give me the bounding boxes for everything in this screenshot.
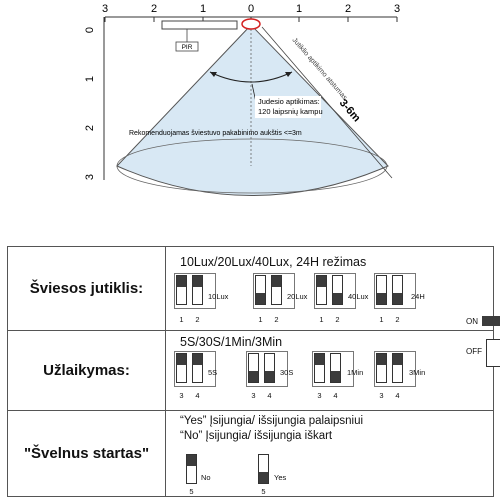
delay-cell: 5S/30S/1Min/3Min 5S 3 4 30S 3 4 1Min 3 4: [165, 316, 500, 411]
sensor-housing: [161, 20, 238, 30]
switch-group-3min: [374, 351, 416, 387]
dip-switch-3: [176, 353, 187, 383]
switch-number: 4: [267, 391, 272, 400]
soft-start-cell: “Yes” Įsijungia/ išsijungia palaipsniui …: [165, 410, 494, 497]
switch-group-20lux: [253, 273, 295, 309]
switch-group-10lux: [174, 273, 216, 309]
angle-label-line2: 120 laipsnių kampu: [258, 107, 323, 116]
group-caption: No: [201, 473, 211, 482]
switch-number: 5: [189, 487, 194, 496]
switch-number: 4: [333, 391, 338, 400]
group-caption: 30S: [280, 368, 294, 377]
dip-switch-1: [176, 275, 187, 305]
sensor-marker: [241, 18, 261, 30]
switch-group-1min: [312, 351, 354, 387]
top-tick-label: 0: [248, 3, 254, 15]
left-tick-label: 2: [84, 125, 96, 131]
switch-group-30s: [246, 351, 288, 387]
angle-arc: [209, 71, 293, 83]
dip-switch-3: [248, 353, 259, 383]
dip-switch-5: [258, 454, 269, 484]
angle-label-line1: Judesio aptikimas:: [258, 97, 320, 106]
switch-number: 2: [395, 315, 400, 324]
switch-number: 4: [395, 391, 400, 400]
delay-title: 5S/30S/1Min/3Min: [180, 335, 283, 349]
group-caption: 10Lux: [208, 292, 229, 301]
switch-number: 5: [261, 487, 266, 496]
group-caption: 20Lux: [287, 292, 308, 301]
top-tick-label: 3: [102, 3, 108, 15]
dip-switch-2: [271, 275, 282, 305]
legend-off-swatch: [486, 339, 500, 367]
soft-start-title-yes: “Yes” Įsijungia/ išsijungia palaipsniui: [180, 415, 364, 427]
top-tick-label: 1: [296, 3, 302, 15]
switch-number: 4: [195, 391, 200, 400]
left-tick-label: 1: [84, 76, 96, 82]
row-label-soft-start: "Švelnus startas": [7, 410, 166, 497]
switch-group-24h: [374, 273, 416, 309]
top-tick-label: 2: [151, 3, 157, 15]
group-caption: 40Lux: [348, 292, 369, 301]
legend-off-label: OFF: [466, 347, 482, 356]
dip-switch-1: [316, 275, 327, 305]
top-tick-label: 3: [394, 3, 400, 15]
dip-switch-2: [192, 275, 203, 305]
group-caption: 3Min: [409, 368, 426, 377]
dip-switch-2: [332, 275, 343, 305]
switch-group-5s: [174, 351, 216, 387]
height-label: Rekomenduojamas šviestuvo pakabinimo auk…: [129, 130, 302, 137]
dip-switch-3: [314, 353, 325, 383]
range-line: [261, 26, 393, 179]
light-sensor-title: 10Lux/20Lux/40Lux, 24H režimas: [180, 255, 367, 269]
angle-arrow-right: [285, 72, 292, 77]
switch-number: 2: [335, 315, 340, 324]
switch-number: 1: [379, 315, 384, 324]
dip-switch-2: [392, 275, 403, 305]
dip-switch-4: [264, 353, 275, 383]
angle-label-bg: [255, 96, 321, 118]
legend-on-label: ON: [466, 317, 478, 326]
soft-start-title-no: “No” Įsijungia/ išsijungia iškart: [180, 430, 333, 442]
top-tick-label: 2: [345, 3, 351, 15]
switch-group-40lux: [314, 273, 356, 309]
switch-number: 1: [319, 315, 324, 324]
dip-switch-3: [376, 353, 387, 383]
switch-number: 3: [179, 391, 184, 400]
switch-number: 1: [179, 315, 184, 324]
detection-diagram: 3 2 1 0 1 2 3 0 1 2 3 PIR Jutiklio aptik…: [84, 3, 400, 196]
switch-number: 3: [251, 391, 256, 400]
dip-switch-1: [376, 275, 387, 305]
dip-switch-1: [255, 275, 266, 305]
switch-number: 2: [195, 315, 200, 324]
group-caption: Yes: [274, 473, 287, 482]
cone-base-ellipse: [116, 138, 388, 194]
settings-table: Šviesos jutiklis: 10Lux/20Lux/40Lux, 24H…: [7, 246, 500, 497]
dip-switch-4: [192, 353, 203, 383]
left-tick-label: 0: [84, 27, 96, 33]
light-sensor-cell: 10Lux/20Lux/40Lux, 24H režimas 10Lux 1 2…: [165, 246, 494, 331]
group-caption: 5S: [208, 368, 218, 377]
angle-arrow-left: [210, 72, 217, 77]
dip-switch-4: [330, 353, 341, 383]
row-label-delay: Užlaikymas:: [7, 330, 166, 411]
group-caption: 24H: [411, 292, 425, 301]
switch-number: 3: [379, 391, 384, 400]
row-label-light-sensor: Šviesos jutiklis:: [7, 246, 166, 331]
detection-cone: [116, 24, 389, 196]
legend-on-swatch: [482, 316, 500, 326]
switch-number: 2: [274, 315, 279, 324]
group-caption: 1Min: [347, 368, 364, 377]
switch-number: 1: [258, 315, 263, 324]
top-tick-label: 1: [200, 3, 206, 15]
left-tick-label: 3: [84, 174, 96, 180]
dip-switch-5: [186, 454, 197, 484]
switch-number: 3: [317, 391, 322, 400]
dip-switch-4: [392, 353, 403, 383]
pir-label: PIR: [182, 44, 193, 51]
